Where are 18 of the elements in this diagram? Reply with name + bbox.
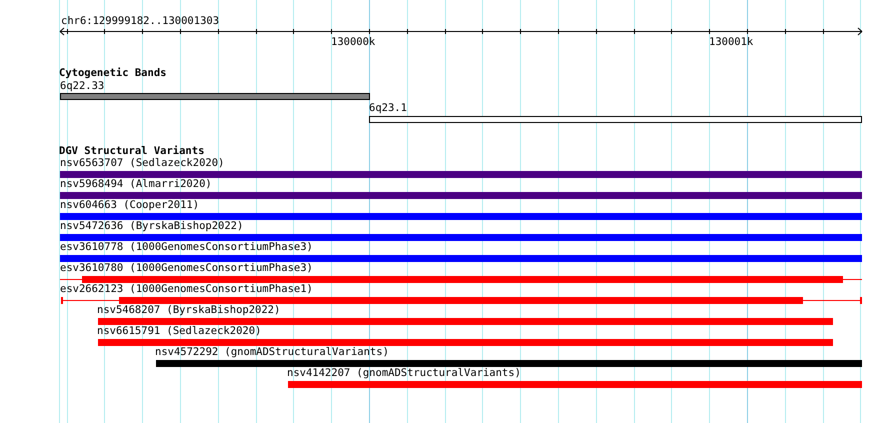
- feature-label: esv2662123 (1000GenomesConsortiumPhase1): [60, 283, 313, 295]
- track-heading: Cytogenetic Bands: [59, 67, 166, 79]
- feature-label: 6q23.1: [369, 102, 407, 114]
- feature-label: esv3610778 (1000GenomesConsortiumPhase3): [60, 241, 313, 253]
- feature-label: nsv5468207 (ByrskaBishop2022): [97, 304, 280, 316]
- feature-label: nsv604663 (Cooper2011): [60, 199, 200, 211]
- feature-label: 6q22.33: [60, 80, 104, 92]
- genomic-position-label: chr6:129999182..130001303: [61, 15, 220, 27]
- ruler-tick-label: 130000k: [331, 36, 376, 48]
- feature-label: nsv4142207 (gnomADStructuralVariants): [287, 367, 521, 379]
- feature-label: esv3610780 (1000GenomesConsortiumPhase3): [60, 262, 313, 274]
- feature-label: nsv4572292 (gnomADStructuralVariants): [155, 346, 389, 358]
- track-heading: DGV Structural Variants: [59, 145, 204, 157]
- feature-label: nsv6563707 (Sedlazeck2020): [60, 157, 224, 169]
- ruler-tick-label: 130001k: [709, 36, 754, 48]
- feature-label: nsv5968494 (Almarri2020): [60, 178, 212, 190]
- feature-label: nsv6615791 (Sedlazeck2020): [97, 325, 262, 337]
- feature-label: nsv5472636 (ByrskaBishop2022): [60, 220, 244, 232]
